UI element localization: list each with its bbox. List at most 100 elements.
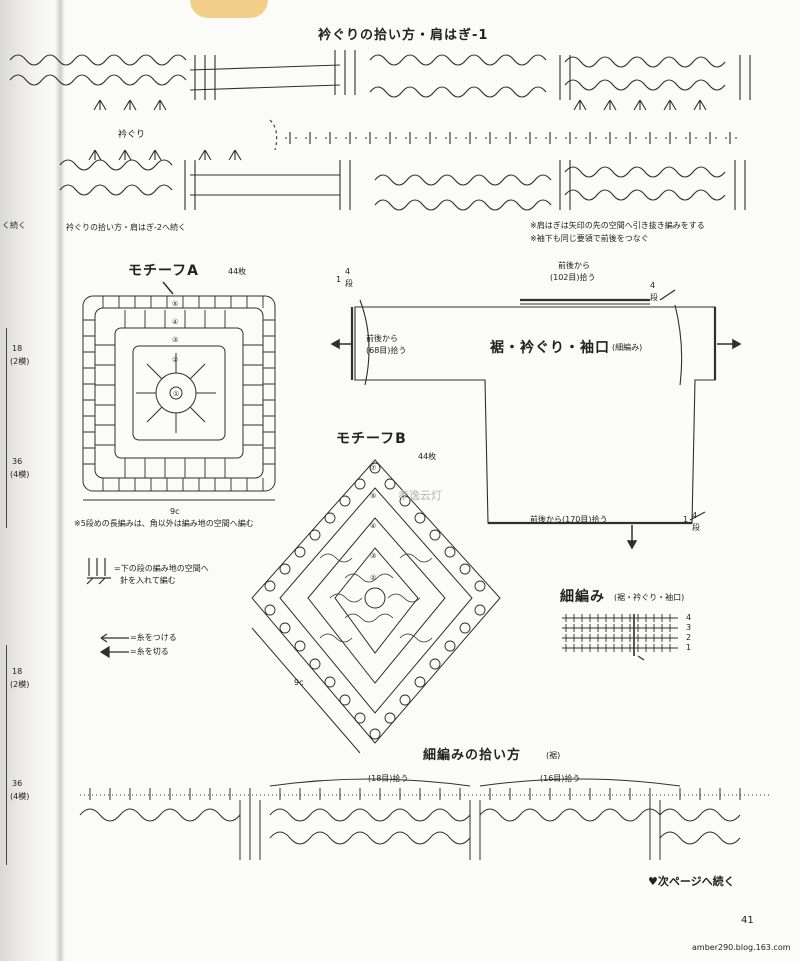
top-tab (190, 0, 268, 18)
motif-b-round-3: ③ (370, 552, 376, 560)
cuff-pickup-label-b: (68目)拾う (366, 346, 407, 355)
motif-a-border-stitches (83, 296, 275, 491)
motif-b-chart: ⑦ ⑤ ④ ③ ② (251, 459, 501, 754)
book-gutter (0, 0, 62, 961)
motif-b-round-5: ⑤ (370, 492, 376, 500)
left-margin-36a: 36 (12, 457, 23, 466)
sleeve-seam-line (674, 304, 683, 386)
sc-title-sub: (裾・衿ぐり・袖口) (614, 593, 685, 602)
hem-pickup-chart (79, 778, 770, 860)
hem-pickup-label: 前後から(170目)拾う (530, 515, 608, 524)
legend-3: =糸を切る (130, 647, 169, 656)
lower-chain-rows (59, 159, 726, 211)
pickup-title-sub: (裾) (546, 751, 561, 760)
legend-1b: 針を入れて編む (120, 576, 176, 585)
motif-a-round-4: ④ (172, 318, 178, 326)
motif-a-start-arrow (162, 281, 174, 295)
shoulder-note-1: ※肩はぎは矢印の先の空間へ引き抜き編みをする (530, 221, 705, 230)
hem-chain-rows (79, 808, 741, 845)
left-margin-rule-2 (6, 645, 7, 865)
motif-b-inner-loops (319, 553, 433, 643)
left-margin-rule (6, 328, 7, 528)
motif-a-spokes (136, 353, 216, 433)
motif-b-size: 9c (294, 678, 304, 687)
left-seam-line (359, 299, 370, 386)
hem-post-stitches (239, 800, 661, 860)
neck-pickup-label-b: (102目)拾う (550, 273, 596, 282)
neck-row-count-dan: 段 (650, 293, 658, 302)
legend-cluster-feet (86, 577, 106, 585)
fan-clusters-top (93, 99, 707, 111)
motif-b-picots (264, 462, 486, 740)
left-margin-4mo-a: (4模) (10, 470, 30, 479)
neck-title: 衿ぐりの拾い方・肩はぎ-1 (318, 28, 489, 43)
left-margin-18b: 18 (12, 667, 23, 676)
shoulder-note-2: ※袖下も同じ要領で前後をつなぐ (530, 234, 649, 243)
sc-row-4: 4 (686, 613, 692, 622)
garment-title-sub: (細編み) (612, 343, 643, 352)
left-row-count-4: 4 (345, 267, 351, 276)
sc-swatch (562, 614, 678, 661)
right-pickup-arrowhead (732, 338, 742, 350)
hem-row-arrow (689, 511, 706, 521)
pickup-18-label: (18目)拾う (368, 774, 409, 783)
upper-chain-rows (9, 54, 726, 98)
motif-a-title: モチーフA (128, 263, 199, 279)
fan-clusters-bottom (88, 149, 242, 161)
neck-row-count-4: 4 (650, 281, 656, 290)
neck-pickup-label-a: 前後から (558, 261, 590, 270)
continue-next-page: ♥次ページへ続く (648, 875, 735, 888)
sc-row-2: 2 (686, 633, 692, 642)
motif-a-chart: ⑤ ④ ③ ② ① (82, 281, 276, 501)
upper-post-stitches (194, 50, 751, 100)
motif-b-count: 44枚 (418, 452, 437, 461)
motif-a-count: 44枚 (228, 267, 247, 276)
sc-title: 細編み (560, 589, 605, 605)
motif-b-outline (251, 459, 501, 744)
hem-row-count-1: 1 (683, 515, 689, 524)
motif-a-round-2: ② (172, 356, 178, 364)
left-margin-36b: 36 (12, 779, 23, 788)
motif-b-round-2: ② (370, 574, 376, 582)
sc-row-1: 1 (686, 643, 692, 652)
garment-schematic (330, 289, 742, 550)
left-row-count-1: 1 (336, 275, 342, 284)
page-number: 41 (741, 915, 754, 926)
left-margin-18a: 18 (12, 344, 23, 353)
pickup-brackets (269, 778, 681, 787)
book-fold-shadow (55, 0, 65, 961)
lower-post-stitches (184, 160, 746, 210)
motif-b-title: モチーフB (336, 431, 407, 447)
hem-row-count-4: 4 (692, 511, 698, 520)
hem-row-count-dan: 段 (692, 523, 700, 532)
motif-a-round-5: ⑤ (172, 300, 178, 308)
left-margin-continue: く続く (2, 221, 26, 230)
neck-continue-note: 衿ぐりの拾い方・肩はぎ-2へ続く (66, 223, 186, 232)
motif-b-width-line (251, 627, 361, 754)
motif-a-note: ※5段めの長編みは、角以外は編み地の空間へ編む (74, 519, 254, 528)
left-margin-4mo-b: (4模) (10, 792, 30, 801)
left-pickup-arrowhead (330, 338, 340, 350)
motif-a-round-1: ① (173, 390, 179, 398)
pickup-title: 細編みの拾い方 (423, 748, 522, 763)
neck-label: 衿ぐり (118, 130, 146, 140)
left-margin-column: く続く 18 (2模) 36 (4模) 18 (2模) 36 (4模) (0, 0, 40, 961)
pickup-16-label: (16目)拾う (540, 774, 581, 783)
motif-b-round-7: ⑦ (370, 464, 376, 472)
legend-1a: =下の段の編み地の空間へ (114, 564, 209, 573)
garment-title: 裾・衿ぐり・袖口 (490, 340, 610, 356)
neck-pickup-chart (9, 50, 751, 211)
motif-b-round-4: ④ (370, 522, 376, 530)
legend-2: =糸をつける (130, 633, 177, 642)
motif-a-round-3: ③ (172, 336, 178, 344)
neck-row-arrow (659, 289, 676, 301)
cuff-pickup-label-a: 前後から (366, 334, 398, 343)
left-margin-2mo-b: (2模) (10, 680, 30, 689)
shoulder-join-arrows (289, 132, 731, 144)
bottom-pickup-arrowhead (626, 540, 638, 550)
motif-a-size: 9c (170, 507, 180, 516)
blog-watermark: amber290.blog.163.com (692, 943, 791, 952)
motif-b-center-ring (364, 587, 386, 609)
hem-top-stitches (89, 788, 741, 800)
shoulder-join-line (269, 119, 745, 151)
